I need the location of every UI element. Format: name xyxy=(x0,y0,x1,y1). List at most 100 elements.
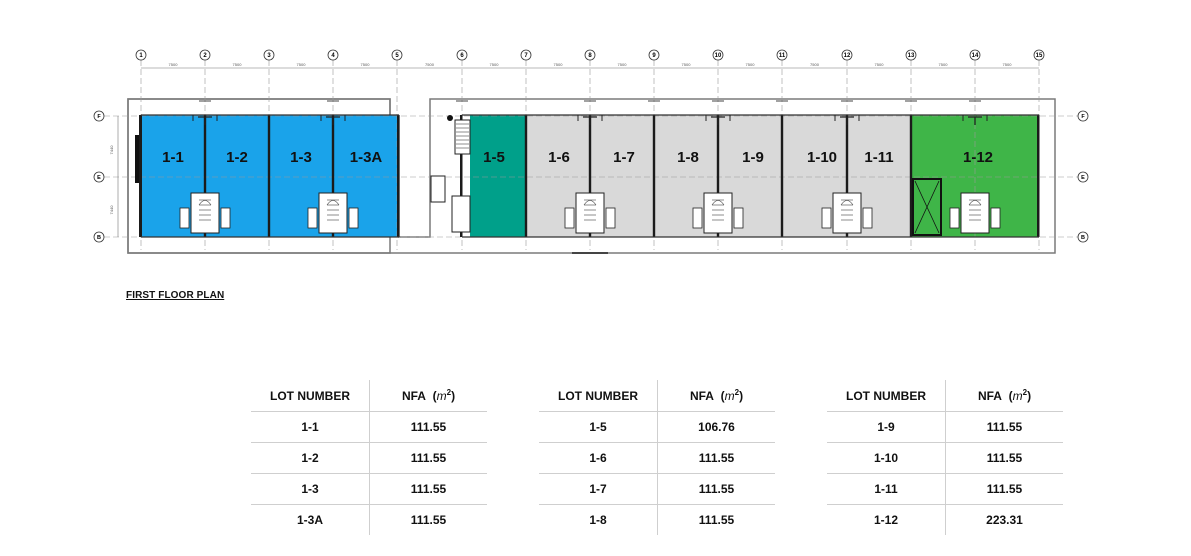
nfa-cell: 106.76 xyxy=(657,411,775,443)
toilet xyxy=(179,207,190,229)
grid-bubble-col xyxy=(391,49,403,61)
stair-curve xyxy=(968,200,982,206)
grid-bubble-label: 14 xyxy=(972,53,979,59)
table-header: LOT NUMBER NFA (m2) xyxy=(539,380,775,412)
lot-label-1-11: 1-11 xyxy=(864,149,893,166)
grid-bubble-col xyxy=(199,49,211,61)
lot-cell: 1-1 xyxy=(251,411,370,443)
header-nfa: NFA (m2) xyxy=(945,380,1063,412)
dimension-label: 7500 xyxy=(1003,62,1013,67)
toilet xyxy=(990,207,1001,229)
party-wall xyxy=(652,115,656,237)
nfa-cell: 111.55 xyxy=(657,473,775,505)
nfa-cell: 111.55 xyxy=(945,473,1063,505)
party-wall xyxy=(139,115,142,237)
lot-label-1-8: 1-8 xyxy=(677,149,699,166)
toilet xyxy=(692,207,703,229)
lot-label-1-6: 1-6 xyxy=(548,149,570,166)
grid-bubble-label: 3 xyxy=(267,53,271,59)
grid-bubble-row xyxy=(1077,231,1089,243)
staircase xyxy=(832,192,862,234)
party-wall xyxy=(267,115,271,237)
party-wall xyxy=(716,115,720,237)
door-marker xyxy=(192,115,218,121)
table-header: LOT NUMBER NFA (m2) xyxy=(251,380,487,412)
dimension-label: 7500 xyxy=(169,62,179,67)
grid-bubble-row xyxy=(93,231,105,243)
table-header: LOT NUMBER NFA (m2) xyxy=(827,380,1063,412)
grid-bubble-col xyxy=(135,49,147,61)
lot-cell: 1-12 xyxy=(827,504,946,535)
grid-bubble-label: F xyxy=(1081,114,1085,120)
dimension-label: 7500 xyxy=(618,62,628,67)
grid-bubble-col xyxy=(456,49,468,61)
lot-label-1-7: 1-7 xyxy=(613,149,635,166)
dimension-label: 7440 xyxy=(109,205,114,215)
grid-bubble-col xyxy=(969,49,981,61)
lot-label-1-3: 1-3 xyxy=(290,149,312,166)
grid-bubble-label: 13 xyxy=(908,53,915,59)
grid-bubble-col xyxy=(584,49,596,61)
grid-bubble-label: 15 xyxy=(1036,53,1043,59)
toilet xyxy=(733,207,744,229)
party-wall xyxy=(845,115,849,237)
toilet xyxy=(220,207,231,229)
header-lot-number: LOT NUMBER xyxy=(251,380,370,412)
header-lot-number: LOT NUMBER xyxy=(827,380,946,412)
stair-curve xyxy=(198,200,212,206)
lot-label-1-9: 1-9 xyxy=(742,149,764,166)
window-west xyxy=(135,135,139,183)
door-marker xyxy=(577,115,603,121)
grid-bubble-col xyxy=(1033,49,1045,61)
door-marker xyxy=(962,115,988,121)
door-marker xyxy=(968,116,982,125)
grid-bubble-col xyxy=(776,49,788,61)
lot-label-1-10: 1-10 xyxy=(807,149,837,166)
grid-bubble-label: 11 xyxy=(779,53,786,59)
lift-void-cross xyxy=(914,180,940,234)
grid-bubble-col xyxy=(648,49,660,61)
nfa-cell: 111.55 xyxy=(369,473,487,505)
stair-curve xyxy=(711,200,725,206)
dimension-label: 7500 xyxy=(233,62,243,67)
toilet xyxy=(862,207,873,229)
party-wall xyxy=(524,115,528,237)
grid-bubble-label: F xyxy=(97,114,101,120)
door-marker xyxy=(834,115,860,121)
grid-bubble-label: 10 xyxy=(715,53,722,59)
door-marker xyxy=(840,116,854,125)
dimension-label: 7500 xyxy=(875,62,885,67)
grid-bubble-row xyxy=(1077,110,1089,122)
grid-bubble-row xyxy=(93,110,105,122)
column-marker xyxy=(447,115,453,121)
grid-bubble-label: 4 xyxy=(331,53,335,59)
nfa-cell: 111.55 xyxy=(698,513,735,527)
lot-cell: 1-11 xyxy=(827,473,946,505)
door-marker xyxy=(198,116,212,125)
party-wall xyxy=(1037,115,1040,237)
nfa-cell: 111.55 xyxy=(410,513,447,527)
grid-bubble-col xyxy=(327,49,339,61)
lot-cell: 1-10 xyxy=(827,442,946,474)
staircase xyxy=(960,192,990,234)
table-row: 1-3A 111.55 xyxy=(251,504,487,535)
grid-bubble-label: 6 xyxy=(460,53,464,59)
dimension-label: 7500 xyxy=(682,62,692,67)
grid-bubble-col xyxy=(520,49,532,61)
door-marker xyxy=(583,116,597,125)
lot-cell: 1-3A xyxy=(251,504,370,535)
lot-cell: 1-7 xyxy=(539,473,658,505)
grid-bubble-col xyxy=(841,49,853,61)
stair-curve xyxy=(583,200,597,206)
toilet xyxy=(307,207,318,229)
nfa-cell: 223.31 xyxy=(986,513,1023,527)
nfa-cell: 111.55 xyxy=(369,442,487,474)
